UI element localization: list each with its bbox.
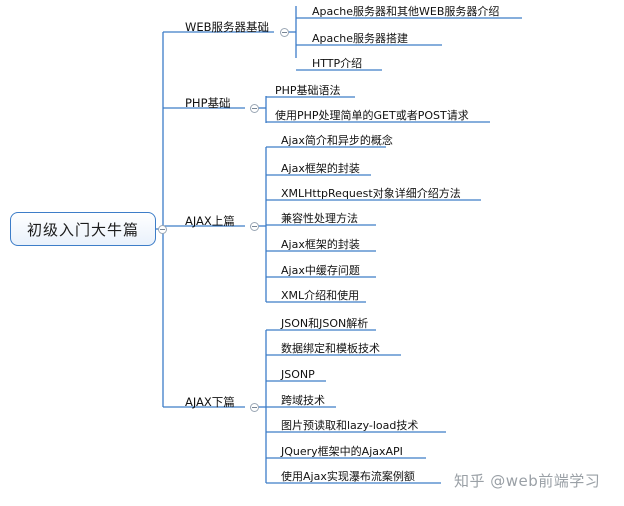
branch-collapse-button-3[interactable] [249,402,259,412]
branch-topic-2[interactable]: AJAX上篇 [185,214,235,228]
leaf-topic-0-1[interactable]: Apache服务器搭建 [312,32,409,45]
leaf-topic-2-5[interactable]: Ajax中缓存问题 [281,264,360,277]
root-topic-label: 初级入门大牛篇 [26,220,139,239]
branch-topic-1[interactable]: PHP基础 [185,96,231,110]
branch-collapse-button-2[interactable] [249,221,259,231]
leaf-topic-2-3[interactable]: 兼容性处理方法 [281,212,358,225]
root-topic[interactable]: 初级入门大牛篇 [10,212,156,246]
branch-topic-3[interactable]: AJAX下篇 [185,395,235,409]
leaf-topic-2-4[interactable]: Ajax框架的封装 [281,238,360,251]
leaf-topic-1-0[interactable]: PHP基础语法 [275,84,341,97]
leaf-topic-0-0[interactable]: Apache服务器和其他WEB服务器介绍 [312,5,500,18]
leaf-topic-3-0[interactable]: JSON和JSON解析 [281,317,369,330]
leaf-topic-0-2[interactable]: HTTP介绍 [312,57,363,70]
branch-collapse-button-1[interactable] [249,103,259,113]
leaf-topic-3-2[interactable]: JSONP [281,368,315,381]
leaf-topic-2-1[interactable]: Ajax框架的封装 [281,162,360,175]
leaf-topic-3-3[interactable]: 跨域技术 [281,394,325,407]
leaf-topic-3-1[interactable]: 数据绑定和模板技术 [281,342,380,355]
root-collapse-button[interactable] [157,224,167,234]
leaf-topic-2-6[interactable]: XML介绍和使用 [281,289,360,302]
leaf-topic-1-1[interactable]: 使用PHP处理简单的GET或者POST请求 [275,109,469,122]
branch-topic-0[interactable]: WEB服务器基础 [185,20,270,34]
leaf-topic-2-2[interactable]: XMLHttpRequest对象详细介绍方法 [281,187,461,200]
branch-collapse-button-0[interactable] [279,27,289,37]
leaf-topic-3-5[interactable]: JQuery框架中的AjaxAPI [281,445,403,458]
leaf-topic-2-0[interactable]: Ajax简介和异步的概念 [281,134,393,147]
leaf-topic-3-6[interactable]: 使用Ajax实现瀑布流案例额 [281,470,415,483]
leaf-topic-3-4[interactable]: 图片预读取和lazy-load技术 [281,419,419,432]
watermark: 知乎 @web前端学习 [454,472,601,490]
